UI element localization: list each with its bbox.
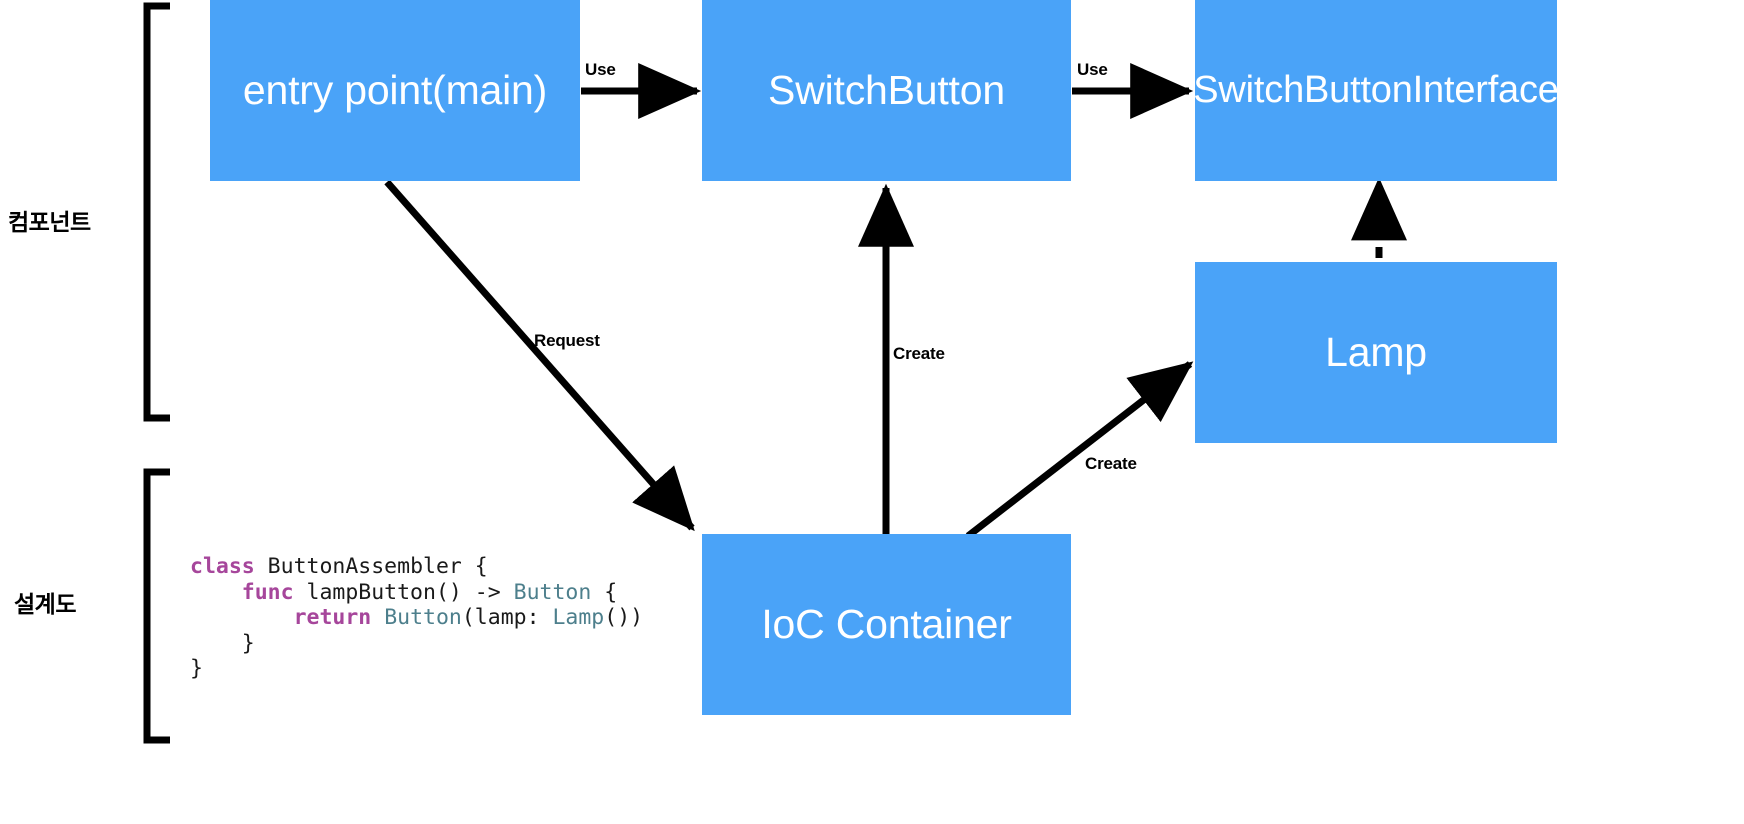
edge-label-entry-ioc: Request bbox=[534, 331, 600, 350]
code-token: { bbox=[591, 579, 618, 605]
node-switch-button-label: SwitchButton bbox=[768, 66, 1005, 113]
section-label-design: 설계도 bbox=[14, 591, 76, 617]
edge-label-switch-iface: Use bbox=[1077, 60, 1108, 79]
code-token: class bbox=[190, 554, 255, 579]
edge-label-ioc-lamp: Create bbox=[1085, 454, 1137, 473]
node-entry-point[interactable]: entry point(main) bbox=[210, 0, 580, 181]
code-token: return bbox=[293, 605, 372, 630]
bracket-design bbox=[143, 468, 170, 744]
node-switch-button-interface-label: SwitchButtonInterface bbox=[1193, 68, 1559, 111]
code-token: ButtonAssembler { bbox=[254, 554, 488, 579]
bracket-component bbox=[143, 2, 170, 422]
code-token: lampButton() -> bbox=[293, 579, 514, 605]
code-block-button-assembler: class ButtonAssembler { func lampButton(… bbox=[190, 554, 643, 682]
code-token bbox=[190, 580, 242, 605]
code-token: (lamp: bbox=[461, 605, 553, 630]
node-switch-button[interactable]: SwitchButton bbox=[702, 0, 1071, 181]
node-ioc-container-label: IoC Container bbox=[761, 600, 1012, 647]
edge-label-ioc-switch: Create bbox=[893, 344, 945, 363]
node-entry-point-label: entry point(main) bbox=[242, 66, 548, 113]
edge-entry-ioc bbox=[384, 179, 695, 532]
code-token: ()) bbox=[604, 605, 644, 630]
node-switch-button-interface[interactable]: SwitchButtonInterface bbox=[1193, 0, 1559, 181]
node-lamp-label: Lamp bbox=[1325, 328, 1427, 375]
code-token bbox=[190, 605, 294, 630]
node-lamp[interactable]: Lamp bbox=[1195, 262, 1557, 443]
code-token bbox=[371, 605, 384, 630]
edge-label-entry-switch: Use bbox=[585, 60, 616, 79]
code-token: } bbox=[190, 656, 203, 681]
code-token: func bbox=[241, 579, 294, 605]
section-label-component: 컴포넌트 bbox=[8, 209, 91, 235]
code-token: Lamp bbox=[552, 605, 605, 630]
edge-ioc-lamp bbox=[965, 361, 1194, 539]
code-token: Button bbox=[513, 579, 592, 605]
code-token: Button bbox=[384, 605, 462, 630]
node-ioc-container[interactable]: IoC Container bbox=[702, 534, 1071, 715]
code-token: } bbox=[190, 630, 255, 656]
